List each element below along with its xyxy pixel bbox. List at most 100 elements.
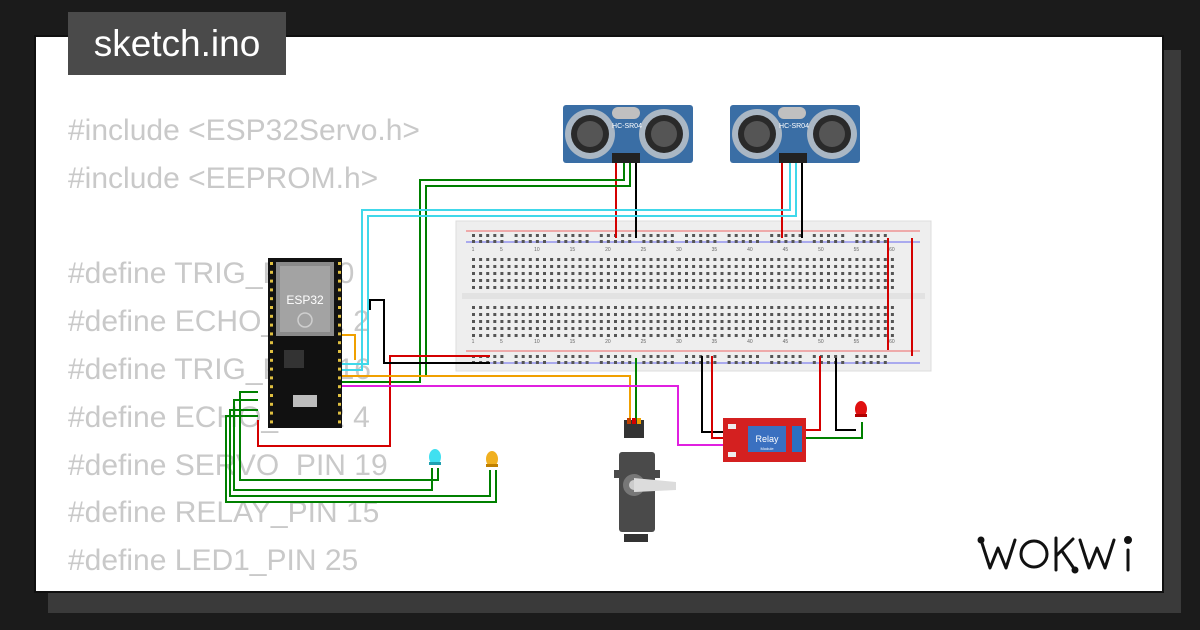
breadboard-hole — [890, 272, 894, 275]
breadboard-hole — [592, 313, 596, 316]
breadboard-hole — [486, 327, 490, 330]
breadboard-hole — [628, 258, 632, 261]
breadboard-rail-hole — [798, 355, 802, 358]
breadboard-rail-hole — [663, 240, 667, 243]
esp32-pin — [270, 262, 273, 265]
breadboard-hole — [578, 258, 582, 261]
breadboard-hole — [784, 320, 788, 323]
breadboard-hole — [862, 306, 866, 309]
breadboard-hole — [841, 327, 845, 330]
breadboard-rail-hole — [841, 234, 845, 237]
wires[interactable] — [225, 163, 913, 503]
breadboard-hole — [692, 258, 696, 261]
breadboard-hole — [621, 334, 625, 337]
breadboard-hole — [535, 286, 539, 289]
breadboard-hole — [578, 286, 582, 289]
esp32-pins[interactable] — [270, 262, 341, 424]
breadboard-rail-hole — [748, 355, 752, 358]
led-cyan[interactable] — [429, 449, 441, 465]
breadboard-hole — [670, 327, 674, 330]
led-yellow[interactable] — [486, 451, 498, 467]
breadboard-hole — [500, 286, 504, 289]
breadboard-hole — [535, 334, 539, 337]
breadboard-hole — [621, 327, 625, 330]
breadboard-rail-hole — [706, 361, 710, 364]
esp32-pin — [338, 367, 341, 371]
breadboard[interactable]: 1155101015152020252530303535404045455050… — [455, 220, 932, 372]
esp32-board[interactable]: ESP32 — [268, 258, 342, 428]
breadboard-hole — [777, 279, 781, 282]
breadboard-rail-hole — [486, 234, 490, 237]
breadboard-rail-hole — [564, 240, 568, 243]
breadboard-rail-hole — [578, 361, 582, 364]
breadboard-hole — [748, 313, 752, 316]
ultrasonic-sensor-2[interactable]: HC-SR04 — [730, 105, 860, 163]
breadboard-rail-hole — [543, 355, 546, 358]
breadboard-rail-hole — [493, 355, 497, 358]
breadboard-rail-hole — [855, 234, 859, 237]
breadboard-hole — [564, 327, 568, 330]
breadboard-hole — [592, 334, 596, 337]
breadboard-hole — [685, 327, 688, 330]
breadboard-hole — [592, 306, 596, 309]
breadboard-holes[interactable] — [472, 234, 894, 364]
breadboard-hole — [472, 313, 475, 316]
breadboard-rail-hole — [692, 240, 696, 243]
breadboard-hole — [862, 334, 866, 337]
breadboard-hole — [642, 320, 646, 323]
breadboard-hole — [521, 313, 525, 316]
breadboard-hole — [890, 313, 894, 316]
led-red[interactable] — [855, 401, 867, 417]
breadboard-rail-hole — [535, 355, 539, 358]
file-name-tab[interactable]: sketch.ino — [68, 12, 286, 75]
breadboard-hole — [777, 286, 781, 289]
breadboard-hole — [543, 327, 546, 330]
breadboard-hole — [741, 279, 745, 282]
breadboard-hole — [571, 272, 575, 275]
breadboard-hole — [486, 334, 490, 337]
breadboard-hole — [798, 320, 802, 323]
breadboard-hole — [763, 334, 767, 337]
breadboard-hole — [720, 286, 724, 289]
servo-motor[interactable] — [614, 418, 676, 542]
breadboard-hole — [670, 334, 674, 337]
breadboard-hole — [535, 327, 539, 330]
breadboard-hole — [848, 320, 852, 323]
breadboard-hole — [621, 306, 625, 309]
breadboard-hole — [734, 258, 738, 261]
breadboard-hole — [677, 320, 681, 323]
breadboard-rail-hole — [557, 234, 561, 237]
breadboard-column-numbers: 1155101015152020252530303535404045455050… — [472, 247, 895, 345]
breadboard-hole — [642, 327, 646, 330]
breadboard-rail-hole — [521, 234, 525, 237]
breadboard-hole — [521, 272, 525, 275]
breadboard-rail-hole — [862, 361, 866, 364]
breadboard-rail-hole — [827, 355, 830, 358]
relay-module[interactable]: Relay Module — [723, 418, 806, 462]
breadboard-hole — [791, 306, 795, 309]
breadboard-hole — [550, 327, 554, 330]
breadboard-rail-hole — [713, 240, 717, 243]
breadboard-hole — [514, 327, 518, 330]
breadboard-hole — [642, 265, 646, 268]
breadboard-rail-hole — [642, 240, 646, 243]
breadboard-rail-hole — [741, 240, 745, 243]
breadboard-hole — [479, 272, 483, 275]
breadboard-hole — [677, 327, 681, 330]
breadboard-hole — [670, 286, 674, 289]
breadboard-rail-hole — [528, 234, 532, 237]
breadboard-hole — [855, 320, 859, 323]
breadboard-rail-hole — [862, 234, 866, 237]
breadboard-hole — [876, 313, 880, 316]
breadboard-hole — [656, 327, 660, 330]
breadboard-hole — [564, 306, 568, 309]
breadboard-hole — [805, 306, 809, 309]
breadboard-hole — [727, 334, 731, 337]
breadboard-hole — [890, 320, 894, 323]
breadboard-hole — [670, 279, 674, 282]
breadboard-hole — [528, 320, 532, 323]
ultrasonic-sensor-1[interactable]: HC-SR04 — [563, 105, 693, 163]
breadboard-rail-hole — [827, 234, 830, 237]
breadboard-rail-hole — [621, 240, 625, 243]
